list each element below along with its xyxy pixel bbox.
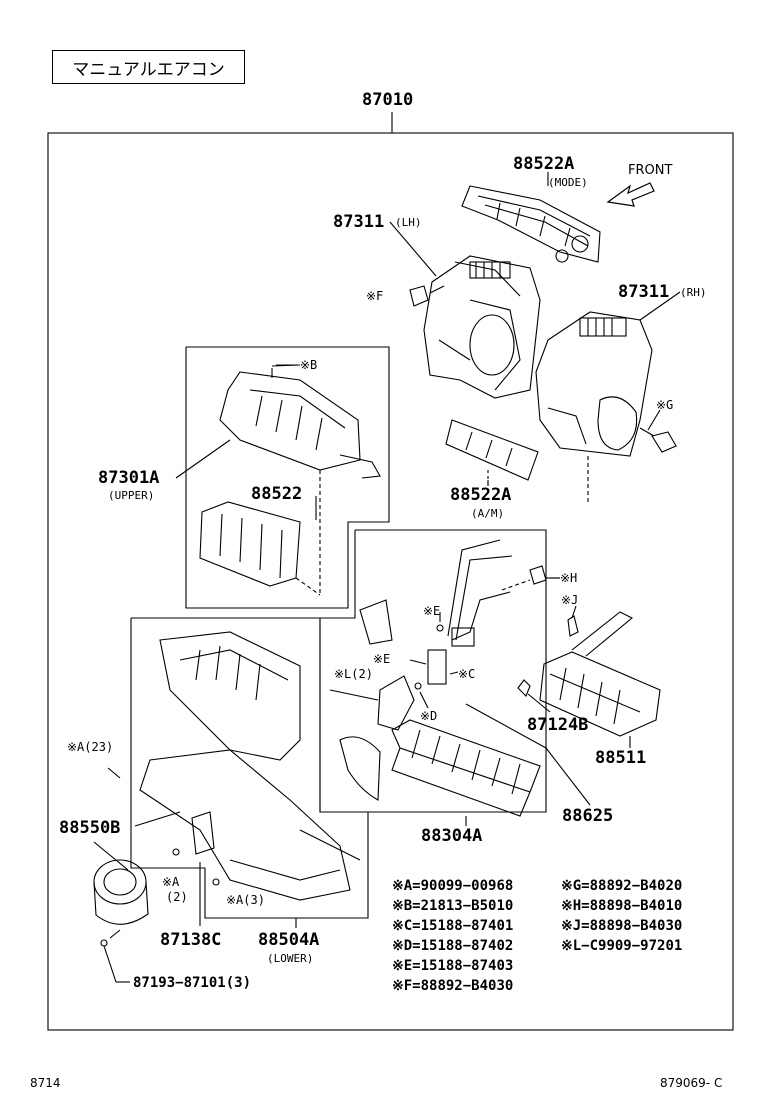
part-88504a[interactable]: 88504A [258,930,320,950]
part-87301a-sub: (UPPER) [108,489,155,502]
heater-core-shape [391,719,541,817]
note-j: ※J [561,593,579,607]
part-87124b[interactable]: 87124B [527,715,589,735]
legend-f: ※F=88892−B4030 [392,978,514,994]
insulator-shape [339,736,381,801]
part-g-shape [651,431,677,453]
lower-case-shape [139,631,361,901]
legend-e: ※E=15188−87403 [392,958,514,974]
part-88522a-am[interactable]: 88522A [450,485,512,505]
part-88522a-am-sub: (A/M) [471,507,505,520]
part-88522[interactable]: 88522 [251,484,303,504]
part-87311-lh[interactable]: 87311 [333,212,385,232]
main-frame [47,132,734,1031]
am-door-shape [445,419,539,486]
note-d: ※D [420,709,438,723]
footer-page-number: 8714 [30,1076,61,1090]
upper-subassembly-box [185,346,390,609]
note-c: ※C [458,667,476,681]
case-rh-shape [535,311,653,457]
note-h: ※H [560,571,578,585]
note-a-2-count: (2) [166,890,188,904]
legend-a: ※A=90099−00968 [392,878,514,894]
legend-l: ※L−C9909−97201 [561,938,683,954]
leader-88550b [93,841,129,871]
screw-leader [103,945,117,983]
part-88522a-mode-sub: (MODE) [548,176,588,189]
legend-h: ※H=88898−B4010 [561,898,683,914]
part-88522a-mode[interactable]: 88522A [513,154,575,174]
note-e-upper: ※E [423,604,441,618]
upper-case-shape [219,364,381,479]
part-87311-rh-sub: (RH) [680,286,707,299]
legend-c: ※C=15188−87401 [392,918,514,934]
footer-figure-code: 879069- C [660,1076,723,1090]
sensor-wire-shape [465,703,547,749]
part-87138c[interactable]: 87138C [160,930,222,950]
part-88304a[interactable]: 88304A [421,826,483,846]
note-a-23: ※A(23) [67,740,114,754]
part-87193[interactable]: 87193−87101(3) [133,975,252,991]
note-a-2: ※A [162,875,180,889]
part-88550b[interactable]: 88550B [59,818,121,838]
legend-g: ※G=88892−B4020 [561,878,683,894]
part-87311-lh-sub: (LH) [395,216,422,229]
upper-door-shape [199,501,301,587]
evaporator-shape [539,611,661,737]
note-a-3: ※A(3) [226,893,265,907]
front-arrow-icon [606,182,655,207]
legend-d: ※D=15188−87402 [392,938,514,954]
duct-l-shape [377,675,415,731]
valve-shape [427,649,447,685]
connector-h-shape [529,565,547,585]
resistor-shape [191,811,215,855]
note-g: ※G [656,398,674,412]
note-e-lower: ※E [373,652,391,666]
note-f: ※F [366,289,384,303]
diagram-title: マニュアルエアコン [52,50,245,84]
part-87124b-shape [517,679,531,697]
part-88504a-sub: (LOWER) [267,952,314,965]
connector-j-shape [567,615,579,637]
heater-pipe-shape [447,539,531,647]
note-l: ※L(2) [334,667,373,681]
clip-f-shape [409,285,429,307]
note-b: ※B [300,358,318,372]
mode-door-shape [461,185,601,263]
blower-motor-shape [93,859,149,939]
part-88625[interactable]: 88625 [562,806,614,826]
legend-b: ※B=21813−B5010 [392,898,514,914]
front-label: FRONT [628,163,673,178]
legend-j: ※J=88898−B4030 [561,918,683,934]
part-87311-rh[interactable]: 87311 [618,282,670,302]
part-87301a[interactable]: 87301A [98,468,160,488]
part-88511[interactable]: 88511 [595,748,647,768]
case-lh-shape [423,255,541,399]
assembly-number: 87010 [362,90,414,110]
lower-subassembly-box [130,617,369,919]
pipe-clip-shape [359,599,393,645]
